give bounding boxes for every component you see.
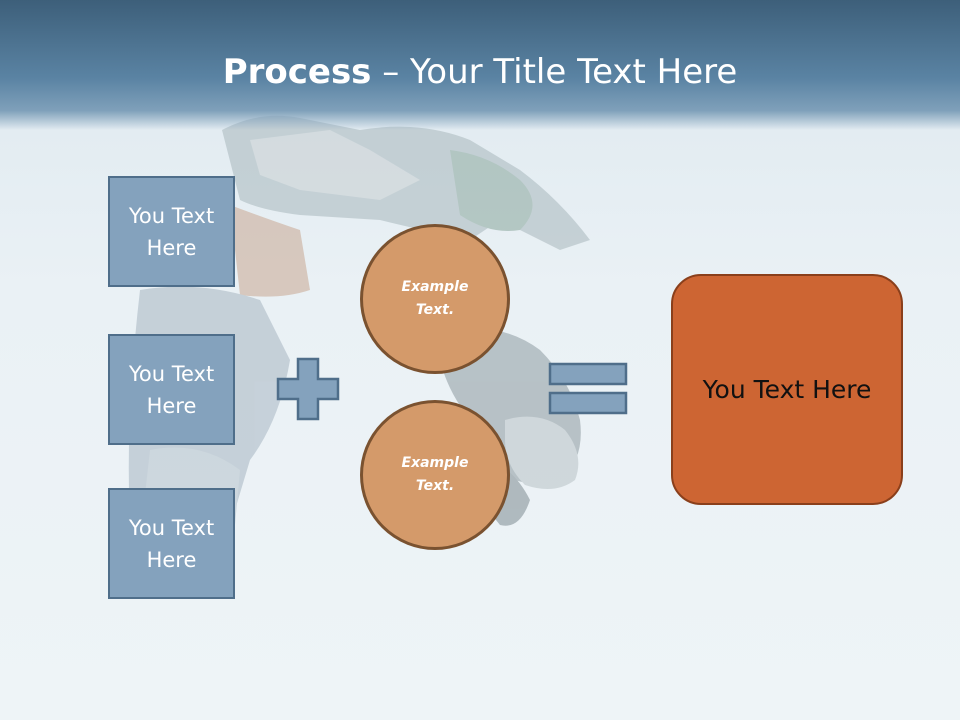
result-box[interactable]: You Text Here: [671, 274, 903, 505]
title-bold: Process: [222, 52, 372, 92]
input-box-label: You Text Here: [128, 361, 215, 418]
circle-label: Example Text.: [401, 279, 469, 318]
result-label: You Text Here: [702, 375, 872, 404]
input-box-1[interactable]: You Text Here: [108, 176, 235, 287]
title-rest: – Your Title Text Here: [371, 52, 738, 92]
example-circle-1[interactable]: Example Text.: [360, 224, 510, 374]
input-box-label: You Text Here: [128, 203, 215, 260]
page-title: Process – Your Title Text Here: [0, 52, 960, 92]
example-circle-2[interactable]: Example Text.: [360, 400, 510, 550]
input-box-2[interactable]: You Text Here: [108, 334, 235, 445]
input-box-3[interactable]: You Text Here: [108, 488, 235, 599]
input-box-label: You Text Here: [128, 515, 215, 572]
equals-sign-icon: [548, 362, 628, 415]
title-bar: [0, 0, 960, 130]
circle-label: Example Text.: [401, 455, 469, 494]
plus-sign-icon: [276, 357, 340, 421]
